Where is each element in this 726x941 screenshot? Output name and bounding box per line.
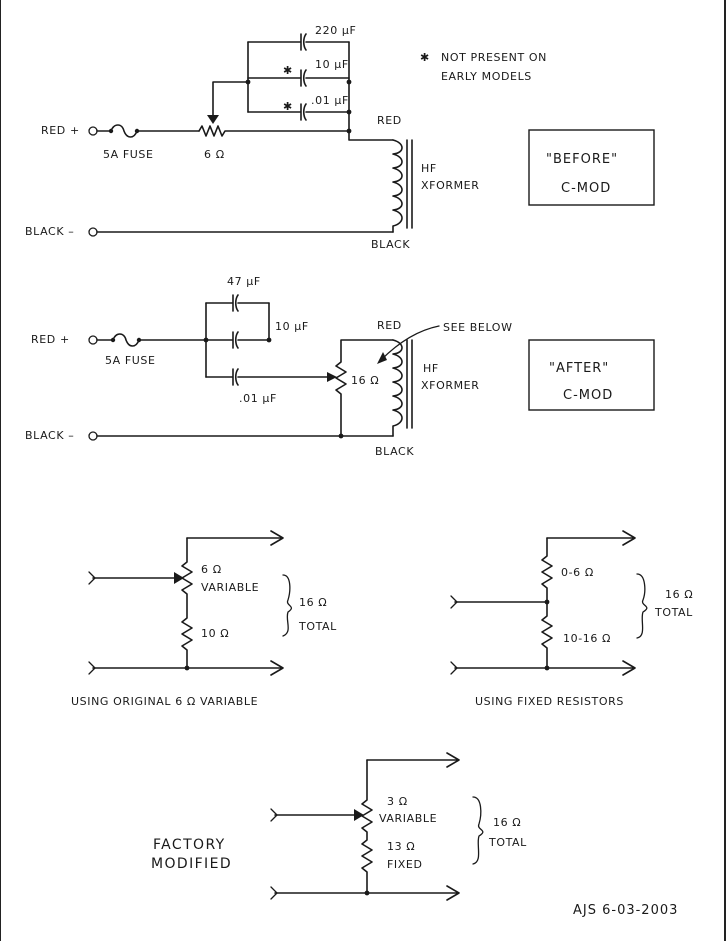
- before-box-title: "BEFORE": [546, 152, 618, 167]
- before-black-terminal: [88, 227, 98, 237]
- after-red-terminal: [88, 335, 98, 345]
- after-box-title: "AFTER": [549, 361, 609, 376]
- after-pot-16ohm: [335, 339, 394, 437]
- before-cap2-label: 10 μF: [315, 58, 349, 71]
- note-line2: EARLY MODELS: [441, 70, 532, 83]
- after-red-label: RED: [377, 319, 402, 332]
- before-red-label: RED: [377, 114, 402, 127]
- after-see-below-leader: [380, 325, 440, 361]
- after-cap-10uf: [205, 331, 270, 349]
- after-xformer-core: [406, 339, 413, 429]
- before-fuse: [96, 124, 138, 138]
- before-fuse-label: 5A FUSE: [103, 148, 154, 161]
- before-box-subtitle: C-MOD: [561, 181, 611, 196]
- after-cap-47uf: [205, 294, 270, 312]
- note-line1: NOT PRESENT ON: [441, 51, 547, 64]
- factory-total1: 16 Ω: [493, 816, 521, 829]
- factory-r1-label: 3 Ω: [387, 795, 408, 808]
- original-r2-label: 10 Ω: [201, 627, 229, 640]
- after-cap-001uf: [205, 368, 330, 386]
- factory-r2-label: 13 Ω: [387, 840, 415, 853]
- after-see-below-label: SEE BELOW: [443, 321, 513, 334]
- original-variable-circuit: 6 Ω VARIABLE 10 Ω 16 Ω TOTAL USING ORIGI…: [71, 530, 337, 708]
- factory-label2: MODIFIED: [151, 856, 232, 872]
- original-total2: TOTAL: [298, 620, 337, 633]
- before-xformer-label1: HF: [421, 162, 437, 175]
- factory-total2: TOTAL: [488, 836, 527, 849]
- after-black-label: BLACK: [375, 445, 414, 458]
- original-input-arrow: [88, 571, 96, 585]
- after-red-plus-label: RED +: [31, 333, 70, 346]
- factory-r2b-label: FIXED: [387, 858, 423, 871]
- before-cap-rails: [247, 41, 350, 132]
- factory-brace: [472, 796, 484, 865]
- factory-resistor-stack: [361, 759, 373, 894]
- after-wiper-arrow: [327, 372, 337, 382]
- after-label-box: [528, 339, 655, 411]
- fixed-r1-label: 0-6 Ω: [561, 566, 594, 579]
- note-star: ✱: [420, 51, 430, 64]
- before-cap3-label: .01 μF: [311, 94, 349, 107]
- fixed-total1: 16 Ω: [665, 588, 693, 601]
- after-cap1-label: 47 μF: [227, 275, 261, 288]
- signature: AJS 6-03-2003: [573, 903, 678, 918]
- fixed-top-arrow: [546, 530, 636, 546]
- before-pot-6ohm: [198, 125, 350, 137]
- before-wiper-arrow: [207, 115, 219, 124]
- fixed-r2-label: 10-16 Ω: [563, 632, 611, 645]
- original-total1: 16 Ω: [299, 596, 327, 609]
- factory-r1b-label: VARIABLE: [379, 812, 437, 825]
- factory-label1: FACTORY: [153, 837, 226, 853]
- after-fuse-label: 5A FUSE: [105, 354, 156, 367]
- before-red-plus-label: RED +: [41, 124, 80, 137]
- after-cap3-label: .01 μF: [239, 392, 277, 405]
- before-cap-10uf: [247, 69, 350, 87]
- factory-top-arrow: [366, 752, 460, 768]
- after-pot-label: 16 Ω: [351, 374, 379, 387]
- before-cap-220uf: [247, 33, 350, 51]
- before-xformer-core: [406, 139, 413, 229]
- after-cap2-label: 10 μF: [275, 320, 309, 333]
- after-black-terminal: [88, 431, 98, 441]
- before-cap-001uf: [247, 103, 350, 121]
- before-cap1-label: 220 μF: [315, 24, 356, 37]
- original-top-arrow: [186, 530, 284, 546]
- before-label-box: [528, 129, 655, 206]
- fixed-caption: USING FIXED RESISTORS: [475, 695, 624, 708]
- after-xformer-label2: XFORMER: [421, 379, 479, 392]
- after-circuit: RED + 5A FUSE 47 μF 10 μF .01 μF 16 Ω SE…: [25, 275, 655, 458]
- fixed-brace: [636, 573, 648, 639]
- after-black-minus-label: BLACK –: [25, 429, 74, 442]
- original-resistor-stack: [181, 537, 193, 669]
- before-cap3-star: ✱: [283, 100, 293, 113]
- after-fuse: [96, 333, 140, 347]
- before-red-terminal: [88, 126, 98, 136]
- before-xformer-coil: [392, 139, 403, 233]
- original-caption: USING ORIGINAL 6 Ω VARIABLE: [71, 695, 258, 708]
- original-r1b-label: VARIABLE: [201, 581, 259, 594]
- fixed-total2: TOTAL: [654, 606, 693, 619]
- after-xformer-coil: [392, 339, 403, 437]
- before-circuit: RED + 5A FUSE 6 Ω 220 μF ✱ 10 μF ✱ .01 μ…: [25, 24, 655, 251]
- before-cap2-star: ✱: [283, 64, 293, 77]
- before-black-label: BLACK: [371, 238, 410, 251]
- after-xformer-label1: HF: [423, 362, 439, 375]
- fixed-resistor-circuit: 0-6 Ω 10-16 Ω 16 Ω TOTAL USING FIXED RES…: [450, 530, 693, 708]
- before-xformer-label2: XFORMER: [421, 179, 479, 192]
- fixed-bottom-wire: [454, 660, 636, 676]
- original-r1-label: 6 Ω: [201, 563, 222, 576]
- original-brace: [282, 574, 293, 637]
- before-red-lead: [348, 130, 394, 141]
- after-box-subtitle: C-MOD: [563, 388, 613, 403]
- before-black-minus-label: BLACK –: [25, 225, 74, 238]
- factory-circuit: 3 Ω VARIABLE 13 Ω FIXED 16 Ω TOTAL FACTO…: [151, 752, 527, 901]
- before-pot-wiper: [212, 81, 249, 118]
- before-pot-label: 6 Ω: [204, 148, 225, 161]
